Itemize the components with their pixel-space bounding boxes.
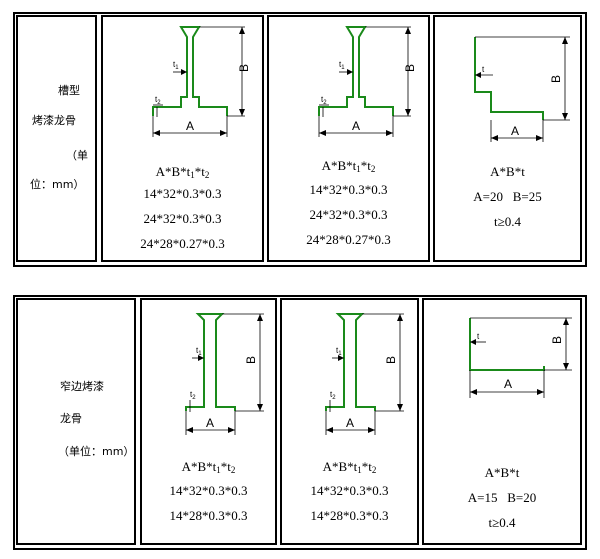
spec-line-2: 14*28*0.3*0.3 xyxy=(310,508,389,523)
spec-line-1: 14*32*0.3*0.3 xyxy=(169,483,248,498)
narrow-c-channel-diagram-1: A B t1 t2 xyxy=(185,313,264,435)
formula-label: A*B*t xyxy=(484,465,520,480)
row1-label-line3: （单 xyxy=(66,149,88,162)
formula-label: A*B*t1*t2 xyxy=(181,459,236,475)
dim-t1-label: t1 xyxy=(173,60,179,71)
spec-line-1: 14*32*0.3*0.3 xyxy=(310,483,389,498)
dim-a-label: A xyxy=(504,377,512,391)
thickness-value: t≥0.4 xyxy=(494,214,521,229)
spec-line-2: 24*32*0.3*0.3 xyxy=(143,211,222,226)
dim-t1-label: t1 xyxy=(196,346,202,357)
spec-line-3: 24*28*0.27*0.3 xyxy=(140,236,225,251)
row1-panel-3: A B t A*B*t A=20 B=25 t≥0.4 xyxy=(433,15,582,262)
row1-label-line4: 位：mm） xyxy=(30,178,85,191)
c-channel-profile-diagram-1: A B t1 t2 xyxy=(152,26,251,137)
row2-panel-2: A B t1 t2 A*B*t1*t2 14*32*0.3*0.3 14*28*… xyxy=(280,298,419,545)
dim-t2-label: t2 xyxy=(321,95,327,106)
narrow-edge-angle-diagram: A B t xyxy=(469,317,572,398)
row2-panel-1: A B t1 t2 A*B*t1*t2 14*32*0.3*0.3 14*28*… xyxy=(140,298,277,545)
dim-t-label: t xyxy=(482,65,485,74)
row2-label-line3: （单位：mm） xyxy=(58,445,135,458)
dim-t2-label: t2 xyxy=(155,95,161,106)
dim-a-label: A xyxy=(511,124,519,138)
dim-t2-label: t2 xyxy=(190,390,196,401)
row1-panel-1: A B t1 t2 A*B*t1*t2 14*32*0.3*0.3 24*32*… xyxy=(101,15,264,262)
row1-panel-2: A B t1 t2 A*B*t1*t2 14*32*0.3*0.3 24*32*… xyxy=(267,15,430,262)
dim-t2-label: t2 xyxy=(330,390,336,401)
table-row-1 xyxy=(13,12,587,267)
row2-label-line2: 龙骨 xyxy=(60,412,82,425)
dim-b-label: B xyxy=(244,356,258,364)
dim-b-label: B xyxy=(237,64,251,72)
dim-b-label: B xyxy=(549,75,563,83)
spec-line-2: 24*32*0.3*0.3 xyxy=(309,207,388,222)
dim-b-label: B xyxy=(403,64,417,72)
c-channel-profile-diagram-2: A B t1 t2 xyxy=(318,26,417,137)
thickness-value: t≥0.4 xyxy=(488,515,516,530)
dim-t1-label: t1 xyxy=(336,346,342,357)
spec-line-3: 24*28*0.27*0.3 xyxy=(306,232,391,247)
table-row-2 xyxy=(13,295,587,550)
dim-t-label: t xyxy=(477,332,480,341)
dimension-values: A=15 B=20 xyxy=(467,490,537,505)
edge-angle-profile-diagram-1: A B t xyxy=(474,36,570,142)
row1-label-line2: 烤漆龙骨 xyxy=(32,114,76,127)
narrow-c-channel-diagram-2: A B t1 t2 xyxy=(325,313,404,435)
spec-line-1: 14*32*0.3*0.3 xyxy=(143,186,222,201)
row2-label-line1: 窄边烤漆 xyxy=(60,380,104,393)
dimension-values: A=20 B=25 xyxy=(473,189,542,204)
dim-b-label: B xyxy=(550,336,564,344)
row2-panel-3: A B t A*B*t A=15 B=20 t≥0.4 xyxy=(422,298,582,545)
spec-line-2: 14*28*0.3*0.3 xyxy=(169,508,248,523)
spec-line-1: 14*32*0.3*0.3 xyxy=(309,182,388,197)
formula-label: A*B*t1*t2 xyxy=(322,459,377,475)
dim-a-label: A xyxy=(186,119,194,133)
formula-label: A*B*t1*t2 xyxy=(155,164,210,180)
dim-a-label: A xyxy=(206,416,214,430)
dim-t1-label: t1 xyxy=(339,60,345,71)
dim-b-label: B xyxy=(384,356,398,364)
dim-a-label: A xyxy=(346,416,354,430)
dim-a-label: A xyxy=(352,119,360,133)
row2-label-cell: 窄边烤漆 龙骨 （单位：mm） xyxy=(16,298,136,545)
formula-label: A*B*t1*t2 xyxy=(321,158,376,174)
formula-label: A*B*t xyxy=(490,164,525,179)
row1-label-line1: 槽型 xyxy=(58,84,80,97)
row1-label-cell: 槽型 烤漆龙骨 （单 位：mm） xyxy=(16,15,97,262)
